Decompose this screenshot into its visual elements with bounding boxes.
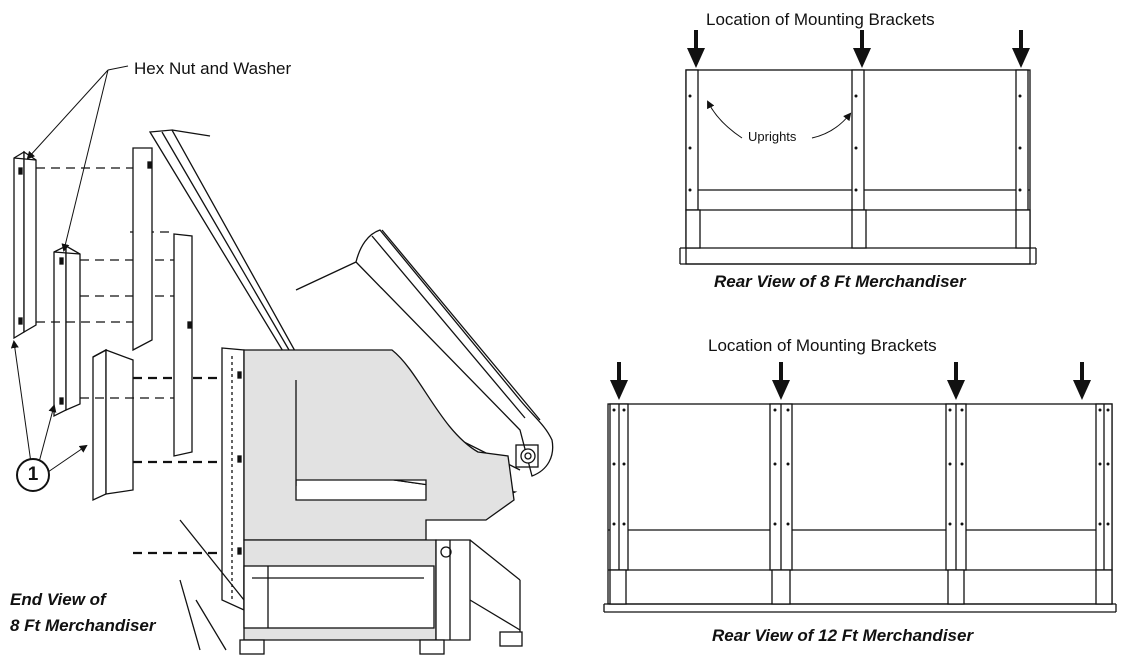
- end-view-drawing: [10, 65, 554, 655]
- case-canopy: [355, 229, 554, 477]
- caption-end-view-line2: 8 Ft Merchandiser: [10, 616, 156, 635]
- arrows-12ft: [610, 362, 1091, 400]
- case-top-glass: [148, 129, 301, 367]
- upright-8ft-center: [851, 69, 867, 249]
- label-brackets-8ft: Location of Mounting Brackets: [706, 10, 935, 29]
- label-uprights: Uprights: [746, 129, 799, 144]
- bracket-middle: [53, 244, 81, 418]
- uprights-leaders: [707, 100, 852, 139]
- leader-lines: [10, 65, 129, 473]
- arrows-8ft: [687, 30, 1030, 68]
- bracket-near: [92, 348, 134, 502]
- case-uprights: [132, 147, 245, 612]
- upright-12ft-1: [609, 403, 629, 605]
- case-base: [179, 519, 523, 655]
- bracket-far: [13, 150, 37, 340]
- upright-12ft-2: [769, 403, 793, 605]
- rear-view-8ft-drawing: [679, 30, 1037, 265]
- callout-number-1: 1: [16, 458, 50, 492]
- caption-rear-view-8ft: Rear View of 8 Ft Merchandiser: [714, 272, 966, 291]
- caption-rear-view-12ft: Rear View of 12 Ft Merchandiser: [712, 626, 974, 645]
- upright-8ft-left: [685, 69, 701, 249]
- case-end-panel: [243, 349, 515, 541]
- upright-8ft-right: [1015, 69, 1031, 249]
- upright-12ft-4: [1095, 403, 1113, 605]
- upright-12ft-3: [945, 403, 967, 605]
- caption-end-view-line1: End View of: [10, 590, 106, 609]
- label-brackets-12ft: Location of Mounting Brackets: [708, 336, 937, 355]
- label-hex-nut-washer: Hex Nut and Washer: [134, 59, 292, 78]
- rear-view-12ft-drawing: [603, 362, 1117, 613]
